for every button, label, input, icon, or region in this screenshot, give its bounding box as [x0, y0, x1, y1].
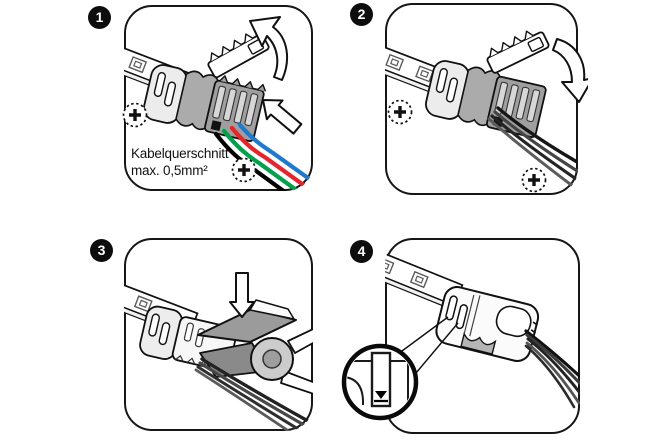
step-2: 2: [330, 0, 588, 220]
outgoing-wires: [524, 329, 580, 409]
pliers-handle-upper: [287, 322, 313, 354]
zoom-plus-icon: [520, 166, 548, 194]
pliers: [197, 299, 313, 398]
step-1: 1 Kabelquerschnitt max. 0,5mm²: [88, 0, 330, 220]
zoom-plus-icon: [121, 101, 149, 129]
step-4-illustration: [341, 244, 580, 421]
caption-line-1: Kabelquerschnitt: [131, 146, 229, 161]
clip-connector-open: [143, 33, 270, 142]
step-4: 4: [330, 225, 592, 440]
closing-lid: [486, 30, 550, 74]
wire-blue: [237, 122, 313, 191]
close-flap-curved-arrow-icon: [552, 38, 588, 103]
zoom-plus-icon: [386, 98, 414, 126]
latch-detail-drawing: [347, 351, 413, 411]
step-number-badge: 4: [350, 240, 373, 263]
clip-connector-closing: [425, 60, 547, 138]
zoom-plus-icon: [230, 156, 258, 184]
clip-connector-finished: [435, 286, 540, 363]
caption-line-2: max. 0,5mm²: [131, 162, 208, 178]
step-number-badge: 1: [88, 6, 111, 29]
step-3-illustration: [124, 272, 313, 431]
cable-cross-section-note: Kabelquerschnitt max. 0,5mm²: [131, 146, 229, 179]
pliers-handle-lower: [280, 370, 313, 398]
cut-wires: [194, 357, 310, 431]
step-1-illustration: [121, 16, 313, 191]
open-flap-curved-arrow-icon: [249, 16, 289, 81]
inserted-wires: [487, 106, 578, 189]
step-number-badge: 2: [350, 3, 373, 26]
step-2-illustration: [385, 30, 588, 194]
wire-red: [229, 125, 313, 191]
step-3: 3: [90, 225, 330, 440]
latch-detail-magnifier-icon: [341, 316, 459, 421]
wire-green: [221, 128, 313, 191]
step-number-badge: 3: [90, 239, 113, 262]
